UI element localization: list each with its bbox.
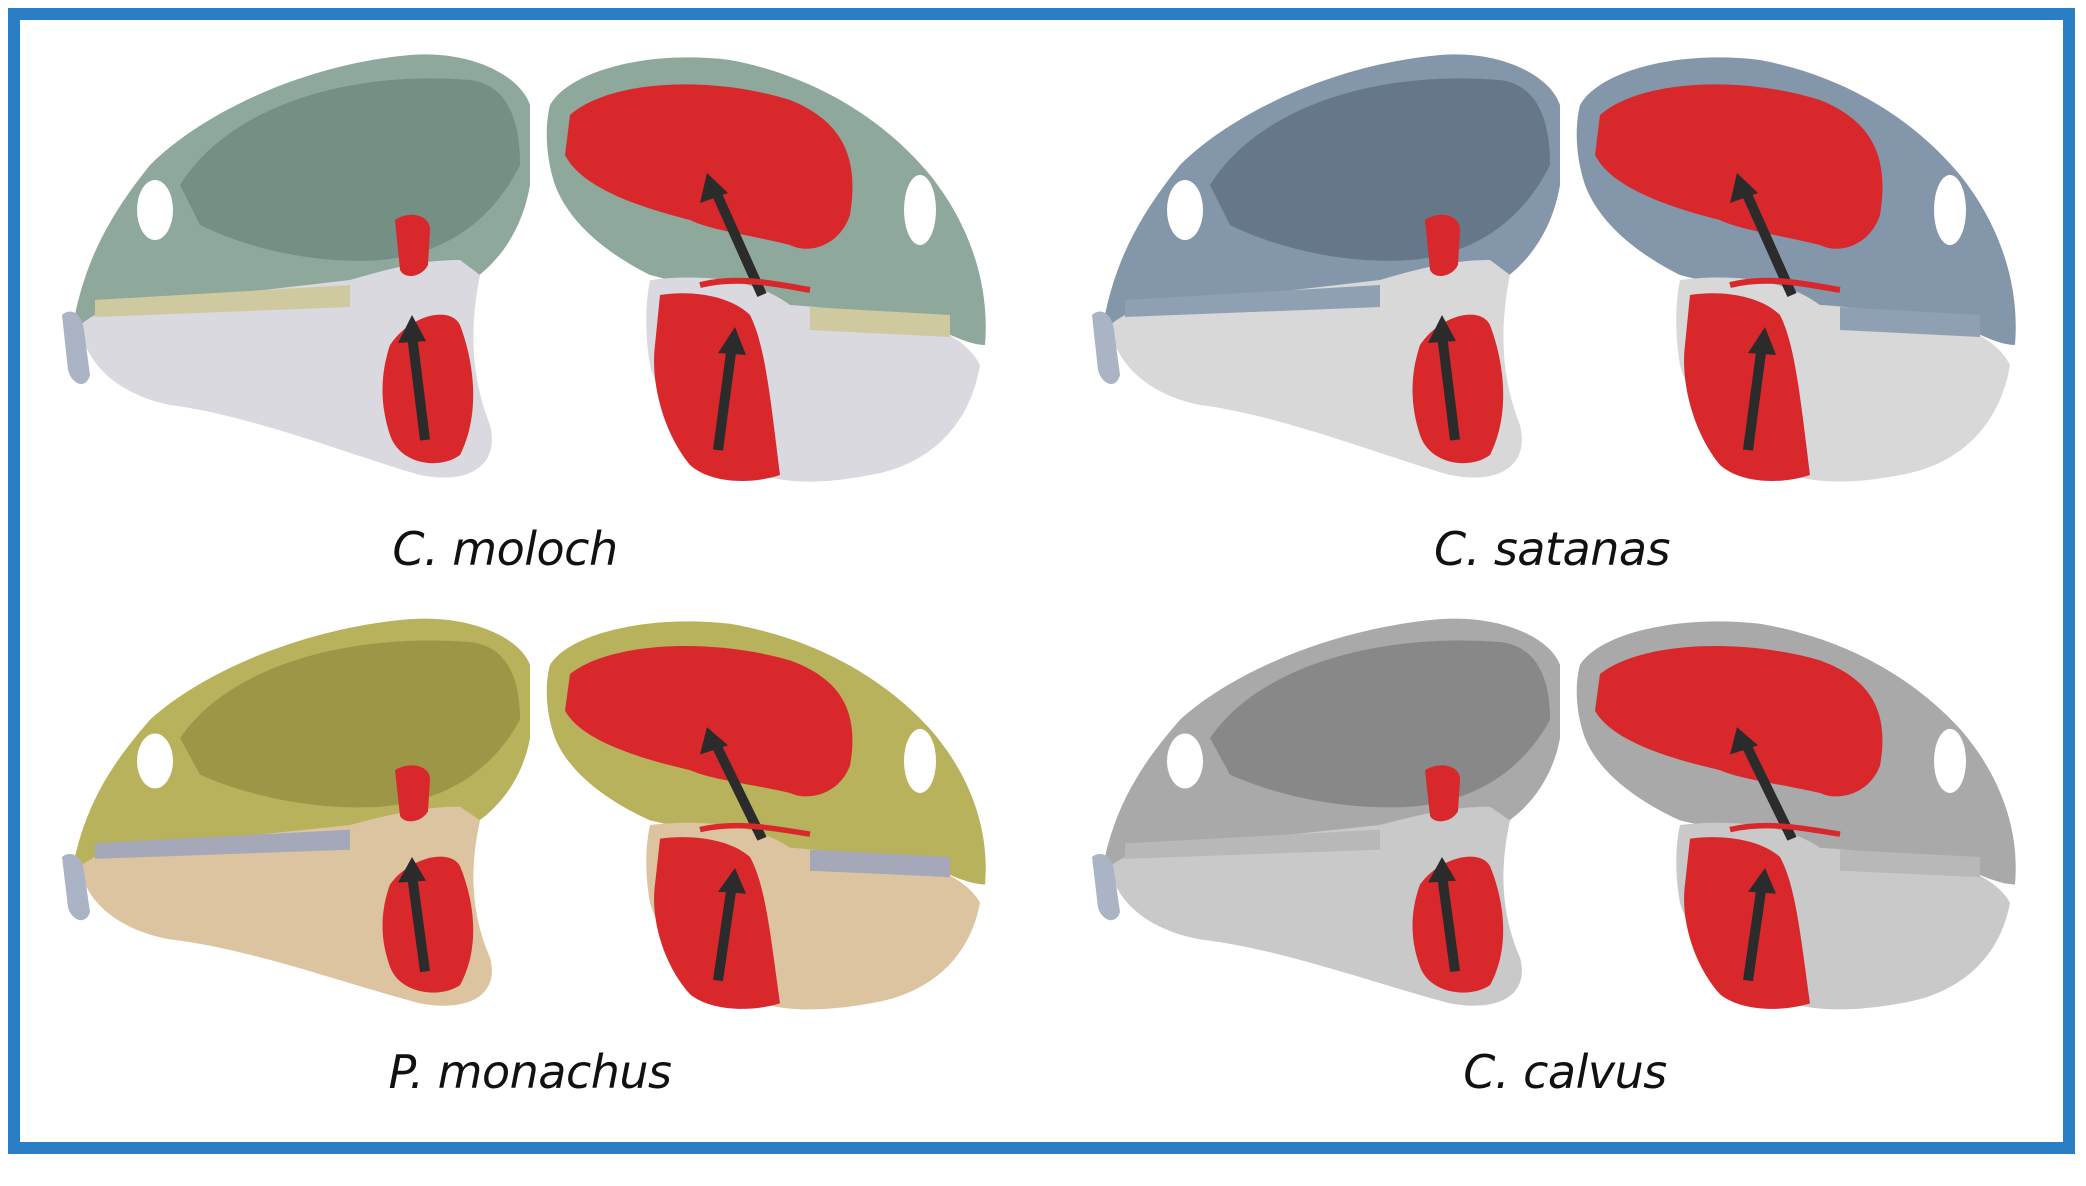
skull-lateral-view	[546, 57, 986, 482]
panel-p-monachus	[50, 610, 1010, 1040]
skull-medial-view	[1092, 618, 1560, 1006]
skull-medial-view	[1092, 54, 1560, 478]
skull-medial-view	[62, 54, 530, 478]
species-label-p-monachus: P. monachus	[388, 1045, 672, 1099]
skull-lateral-view	[1576, 621, 2016, 1010]
skull-lateral-view	[1576, 57, 2016, 482]
species-label-c-calvus: C. calvus	[1463, 1045, 1667, 1099]
species-label-c-moloch: C. moloch	[392, 522, 618, 576]
skull-lateral-view	[546, 621, 986, 1010]
skull-medial-view	[62, 618, 530, 1006]
panel-c-calvus	[1080, 610, 2040, 1040]
panel-c-moloch	[50, 45, 1010, 515]
species-label-c-satanas: C. satanas	[1433, 522, 1671, 576]
panel-c-satanas	[1080, 45, 2040, 515]
